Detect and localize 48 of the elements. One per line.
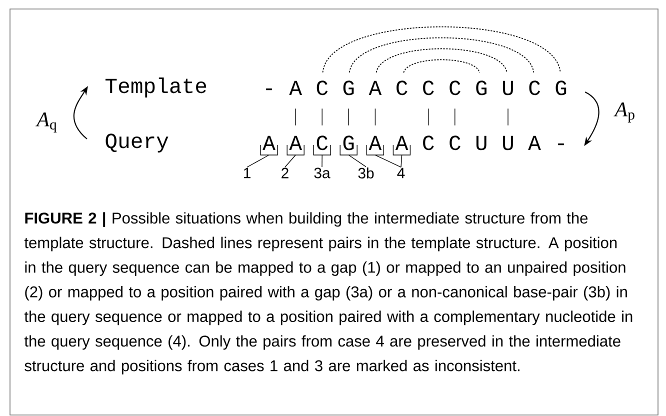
nucleotide: C <box>396 80 408 96</box>
nucleotide: A <box>289 80 302 95</box>
case-number: 3b <box>358 168 374 178</box>
nucleotide: A <box>289 136 302 150</box>
nucleotide: A <box>395 136 408 150</box>
leader-line <box>374 154 402 168</box>
nucleotide: A <box>528 136 541 150</box>
nucleotide: A <box>368 80 382 95</box>
case-number: 4 <box>397 168 405 178</box>
edge-label: A$_{p}$ <box>614 102 634 122</box>
sequence-label: Template <box>106 77 206 98</box>
nucleotide: C <box>423 136 434 150</box>
sequence-label: Query <box>106 134 168 152</box>
nucleotide: U <box>476 136 486 150</box>
case-number: 1 <box>244 168 250 178</box>
alignment-bar <box>295 108 296 126</box>
nucleotide: G <box>343 80 354 96</box>
leader-line <box>284 154 296 168</box>
alignment-bar <box>428 108 429 126</box>
nucleotide: G <box>343 136 354 150</box>
pair-arc <box>349 37 534 73</box>
alignment-bar <box>374 108 376 126</box>
pair-arc <box>322 26 561 73</box>
pair-arc <box>403 59 480 74</box>
leader-line <box>246 154 270 168</box>
nucleotide: C <box>450 80 460 96</box>
nucleotide: C <box>316 80 328 96</box>
nucleotide: C <box>316 136 328 150</box>
nucleotide: C <box>423 80 434 96</box>
alignment-bar <box>454 108 456 126</box>
alignment-bar <box>348 108 349 126</box>
nucleotide: U <box>503 80 513 96</box>
nucleotide: C <box>529 80 540 96</box>
nucleotide: G <box>476 80 486 96</box>
leader-line <box>348 154 366 168</box>
case-number: 2 <box>282 168 288 178</box>
nucleotide: A <box>368 136 382 150</box>
pair-arc <box>376 48 508 73</box>
leader-line <box>400 154 402 168</box>
nucleotide: C <box>450 136 460 150</box>
edge-label: A$_{q}$ <box>36 112 57 132</box>
nucleotide: A <box>262 136 276 150</box>
nucleotide: - <box>558 143 564 146</box>
nucleotide: - <box>266 88 272 90</box>
nucleotide: G <box>556 80 566 96</box>
caption: FIGURE 2 | Possible situations when building the intermediate structure from the template structure. Dashed lines represent pairs in the template structure. A position in the query sequence can be mapped to a gap (1) or mapped to an unpaired position (2) or mapped to a position paired with a gap (3a) or a non-canonical base-pair (3b) in the query sequence or mapped to a position paired with a complementary nucleotide in the query sequence (4). Only the pairs from case 4 are preserved in the intermediate structure and positions from cases 1 and 3 are marked as inconsistent. <box>24 212 632 374</box>
nucleotide: U <box>503 136 513 150</box>
case-number: 3a <box>314 168 330 178</box>
